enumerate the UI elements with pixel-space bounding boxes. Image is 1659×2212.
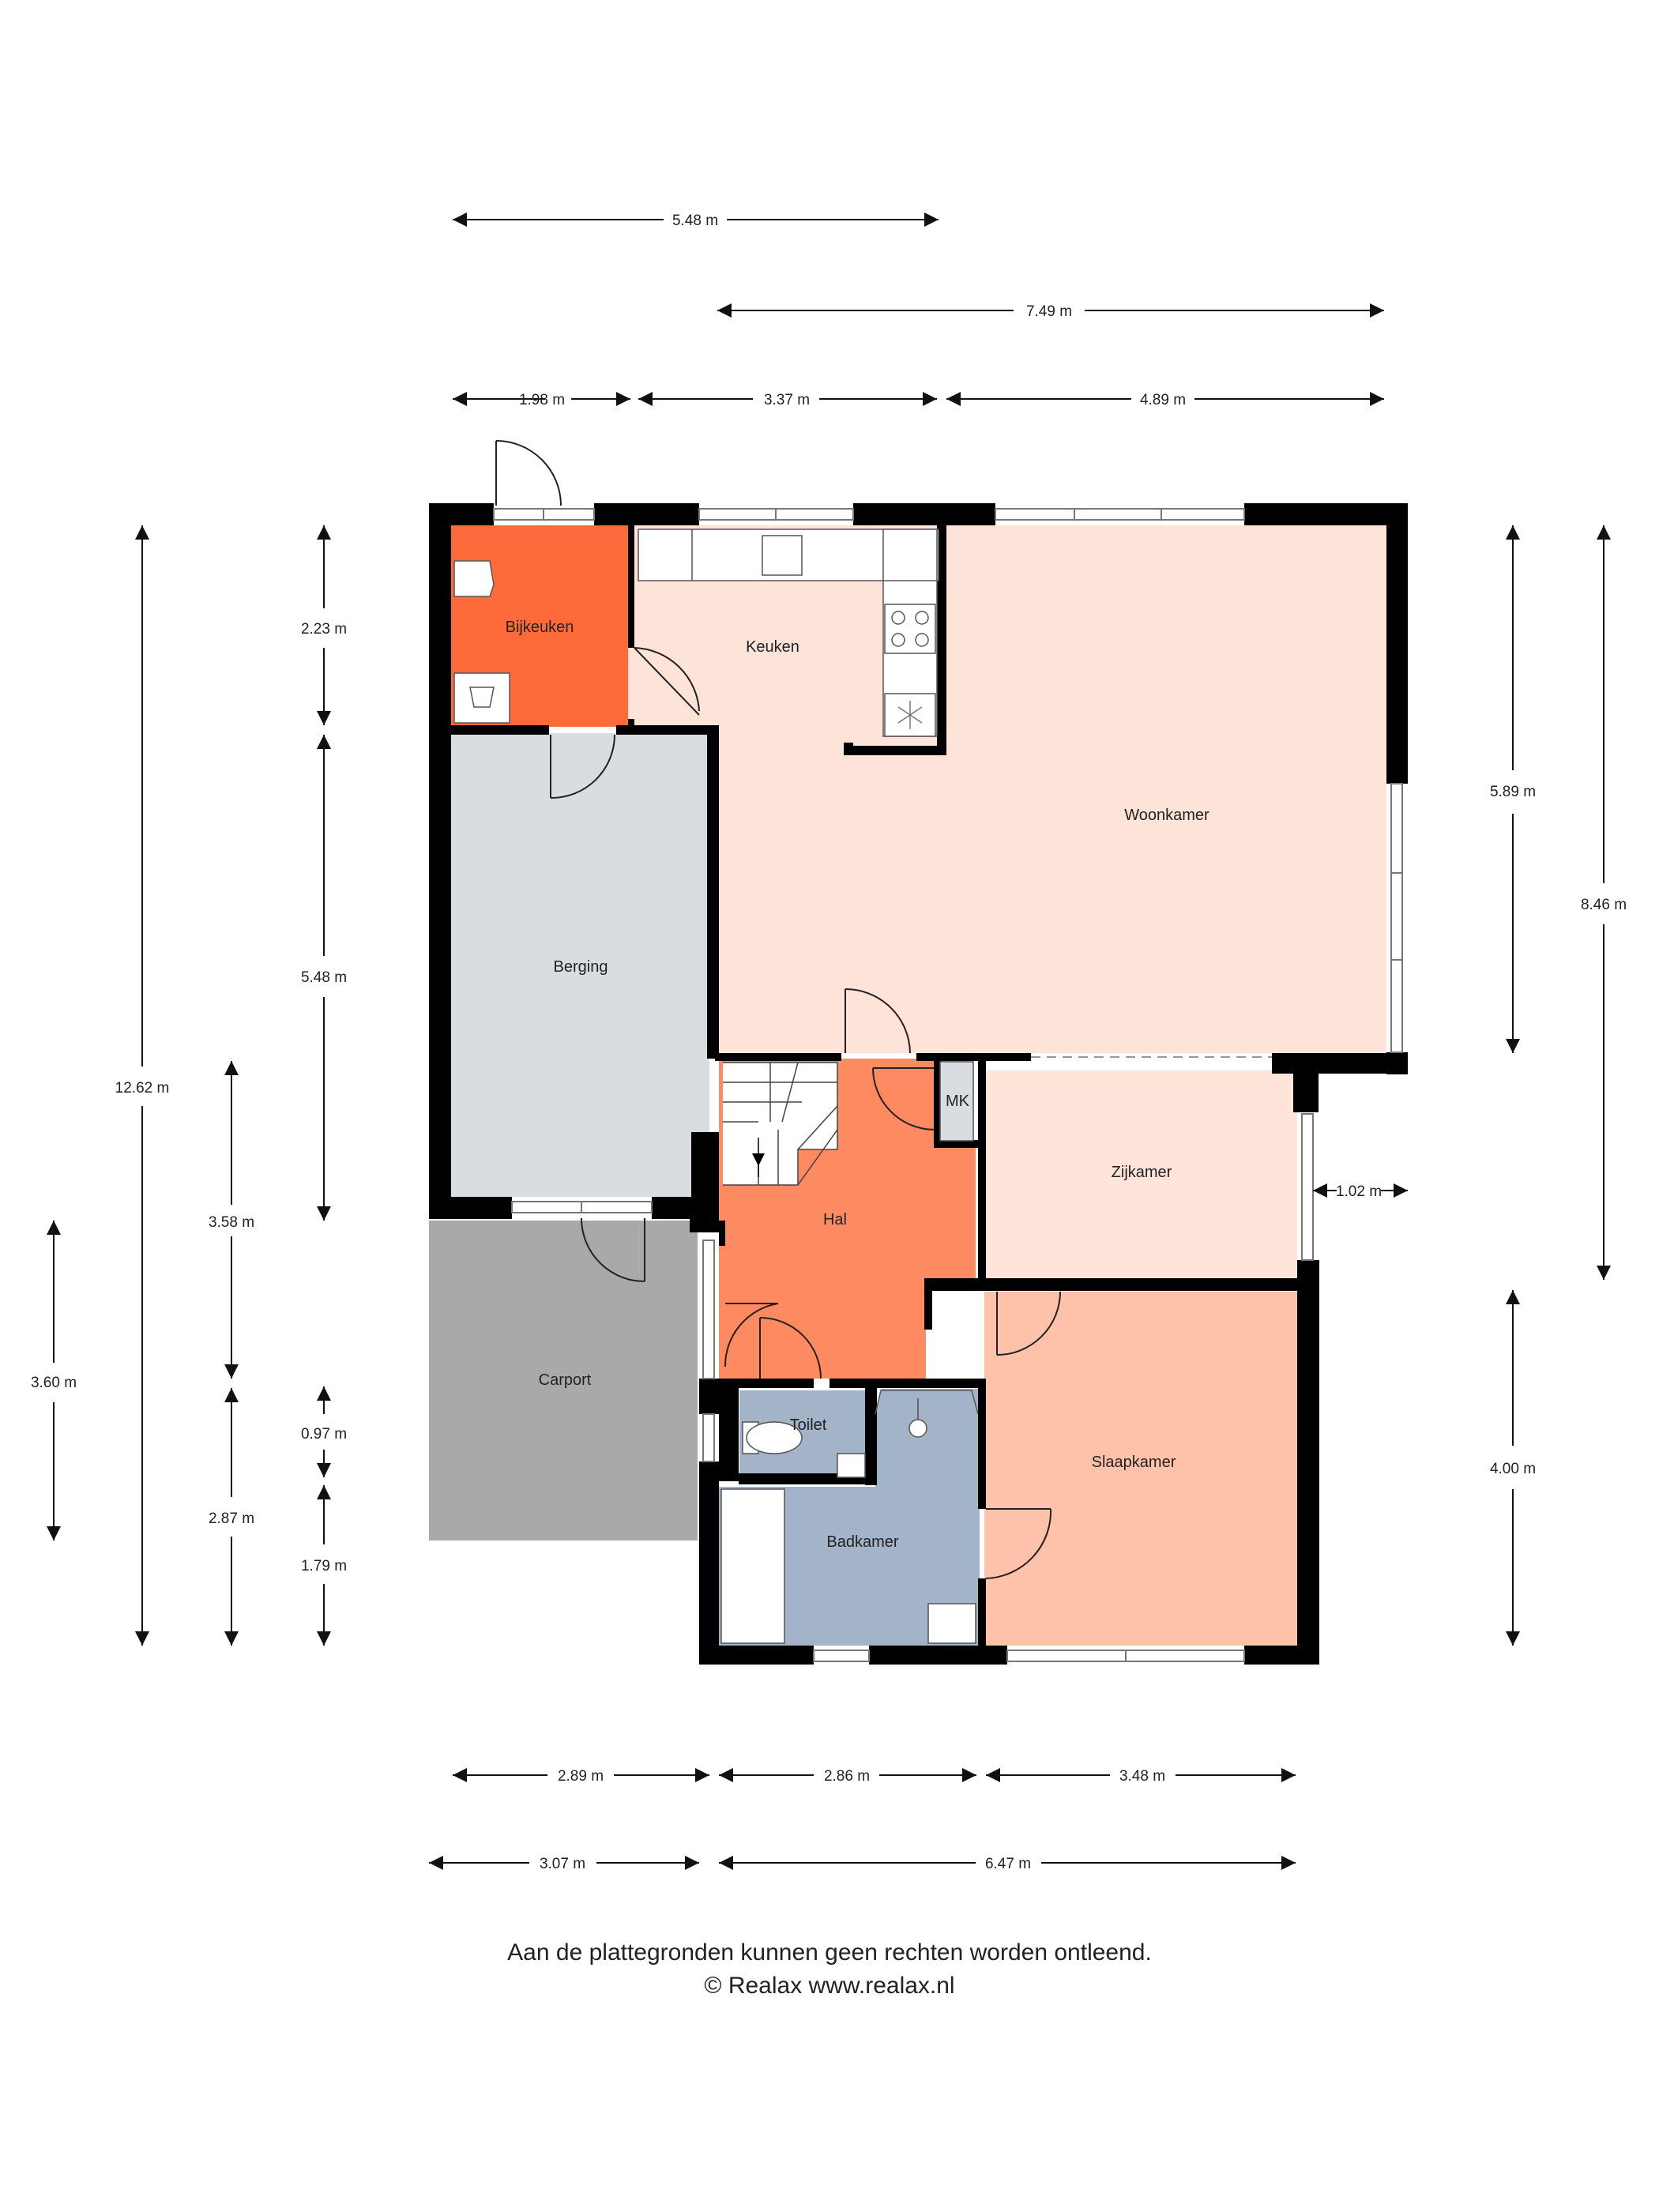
fixtures [453, 529, 979, 1644]
dim-right-846: 8.46 m [1581, 897, 1627, 913]
label-woonkamer: Woonkamer [1124, 807, 1209, 824]
dimension-lines [47, 213, 1611, 1870]
stair-arrow [752, 1153, 765, 1166]
dim-bottom-total1: 3.07 m [540, 1856, 585, 1872]
dim-right-400: 4.00 m [1490, 1461, 1536, 1477]
label-toilet: Toilet [790, 1416, 827, 1434]
toilet-handbasin [837, 1453, 866, 1478]
dim-top-seg3: 4.89 m [1140, 392, 1186, 408]
label-hal: Hal [823, 1211, 847, 1228]
bathroom-sink [927, 1603, 976, 1644]
shower [875, 1390, 979, 1438]
label-zijkamer: Zijkamer [1112, 1164, 1172, 1181]
dim-left-097: 0.97 m [301, 1426, 347, 1443]
dim-left-358: 3.58 m [209, 1214, 254, 1231]
zijkamer-area [984, 1070, 1297, 1282]
bijkeuken-sink [453, 560, 495, 597]
disclaimer-text: Aan de plattegronden kunnen geen rechten… [507, 1939, 1152, 1966]
slaapkamer-area [984, 1292, 1297, 1646]
dim-top-seg1: 1.98 m [519, 392, 565, 408]
dim-left-total: 12.62 m [115, 1080, 170, 1097]
stove [884, 604, 936, 654]
dim-left-carport: 3.60 m [31, 1375, 77, 1391]
label-slaapkamer: Slaapkamer [1092, 1454, 1176, 1471]
toilet-bowl [742, 1421, 803, 1454]
dim-right-589: 5.89 m [1490, 784, 1536, 800]
doors [495, 440, 1061, 1579]
label-bijkeuken: Bijkeuken [506, 619, 574, 636]
door-bijkeuken-keuken [634, 647, 700, 716]
staircase [723, 1062, 838, 1186]
dim-left-223: 2.23 m [301, 621, 347, 638]
label-badkamer: Badkamer [826, 1533, 898, 1551]
dim-left-179: 1.79 m [301, 1558, 347, 1574]
label-berging: Berging [554, 958, 608, 976]
dim-bottom-seg2: 2.86 m [824, 1768, 870, 1785]
window-mullions [543, 509, 1402, 1661]
copyright-text: © Realax www.realax.nl [704, 1973, 955, 1999]
label-keuken: Keuken [746, 638, 799, 656]
bathtub [720, 1488, 785, 1644]
dim-bottom-seg3: 3.48 m [1119, 1768, 1165, 1785]
carport-area [429, 1221, 698, 1540]
dim-left-287: 2.87 m [209, 1510, 254, 1527]
washing-machine [453, 672, 510, 724]
dim-right-102: 1.02 m [1336, 1183, 1382, 1200]
meter-cupboard-box [939, 1061, 974, 1142]
dim-bottom-total2: 6.47 m [985, 1856, 1031, 1872]
room-labels: Bijkeuken Keuken Woonkamer Berging MK Ha… [506, 619, 1209, 1551]
dim-left-548: 5.48 m [301, 969, 347, 986]
dim-bottom-seg1: 2.89 m [558, 1768, 604, 1785]
berging-area [450, 733, 709, 1197]
label-carport: Carport [539, 1371, 592, 1389]
dim-top-total: 5.48 m [672, 213, 718, 229]
walls [429, 503, 1408, 1665]
dim-top-right: 7.49 m [1026, 303, 1072, 320]
dim-top-seg2: 3.37 m [764, 392, 810, 408]
dimension-labels: 5.48 m 7.49 m 1.98 m 3.37 m 4.89 m 2.89 … [31, 213, 1627, 1872]
kitchen-sink [762, 535, 803, 576]
fridge [884, 693, 936, 737]
keuken-woonkamer-area [628, 525, 1386, 1053]
label-mk: MK [946, 1093, 970, 1110]
